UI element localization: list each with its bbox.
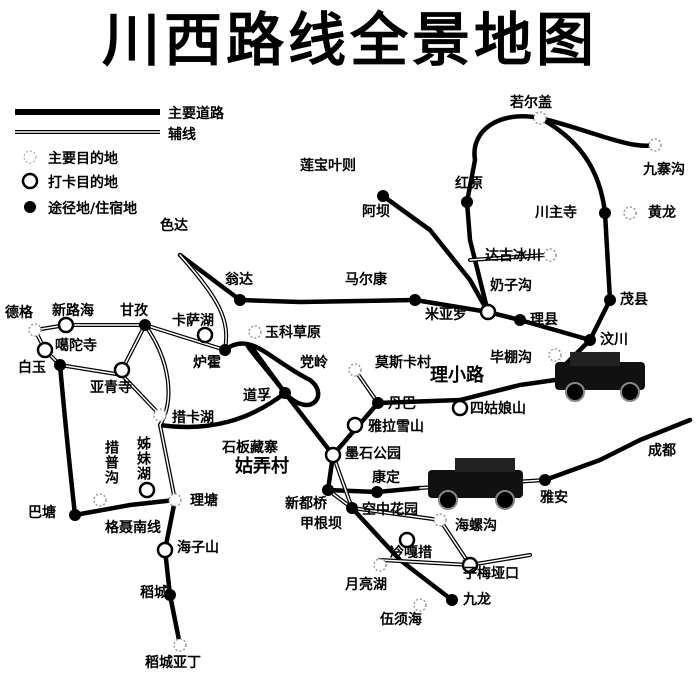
place-label: 稻城 [140,585,168,601]
place-label: 康定 [372,470,400,486]
place-label: 炉霍 [193,355,221,371]
place-label: 海子山 [177,540,219,556]
place-label: 甘孜 [120,303,148,319]
map-title: 川西路线全景地图 [101,6,598,74]
place-label: 白玉 [18,360,46,376]
checkin-destination-markers [36,303,497,574]
place-label: 冷嘎措 [390,545,432,561]
place-label: 色达 [160,218,188,234]
place-label: 新都桥 [285,496,327,512]
place-label: 石板藏寨 [222,440,278,456]
place-label: 阿坝 [362,204,390,220]
place-label: 米亚罗 [425,307,467,323]
legend-main-road: 主要道路 [168,106,224,122]
place-label: 九寨沟 [643,162,685,178]
major-destination-markers [28,111,662,652]
place-label: 甲根坝 [300,516,342,532]
place-label: 伍须海 [380,612,422,628]
place-label: 四姑娘山 [470,401,526,417]
place-label: 茂县 [620,292,648,308]
legend-major-icon [23,150,37,164]
place-label: 九龙 [463,592,491,608]
place-label: 子梅垭口 [463,566,519,582]
legend-major-destination: 主要目的地 [48,151,118,167]
place-label: 雅安 [540,490,568,506]
place-label: 噶陀寺 [55,338,97,354]
route-label: 理小路 [430,365,484,386]
place-label: 措卡湖 [172,410,214,426]
legend-branch-road: 辅线 [168,127,196,143]
legend-stopover-icon [24,201,36,213]
place-label: 成都 [648,443,676,459]
legend-stopover: 途径地/住宿地 [48,201,138,217]
jeep-illustration-1 [555,352,645,402]
place-label: 措普沟 [103,440,119,485]
place-label: 稻城亚丁 [145,655,201,671]
place-label: 亚青寺 [90,380,132,396]
place-label: 玉科草原 [265,325,321,341]
legend-checkin-destination: 打卡目的地 [48,175,118,191]
place-label: 黄龙 [648,205,676,221]
place-label: 格聂南线 [105,520,161,536]
place-label: 雅拉雪山 [368,419,424,435]
place-label: 红原 [455,176,483,192]
place-label: 道孚 [243,388,271,404]
place-label: 卡萨湖 [172,313,214,329]
jeep-illustration-2 [428,458,523,510]
place-label: 月亮湖 [345,577,387,593]
place-label: 墨石公园 [345,446,401,462]
place-label: 毕棚沟 [490,350,532,366]
place-label: 莲宝叶则 [300,158,356,174]
place-label: 达古冰川 [485,248,541,264]
place-label: 若尔盖 [510,95,552,111]
place-label: 奶子沟 [490,278,532,294]
place-label: 空中花园 [362,502,418,518]
place-label: 莫斯卡村 [375,355,431,371]
place-label: 丹巴 [388,396,416,412]
stopover-markers [54,190,616,606]
legend-checkin-icon [21,172,39,190]
place-label: 海螺沟 [455,518,497,534]
place-label: 新路海 [52,303,94,319]
place-label: 川主寺 [535,205,577,221]
place-label: 德格 [5,305,33,321]
place-label: 翁达 [225,272,253,288]
place-label: 姑弄村 [235,456,289,477]
place-label: 马尔康 [345,272,387,288]
place-label: 汶川 [600,332,628,348]
place-label: 理塘 [190,493,218,509]
place-label: 理县 [530,312,558,328]
place-label: 姊妹湖 [135,436,151,481]
place-label: 党岭 [300,355,328,371]
place-label: 巴塘 [28,505,56,521]
